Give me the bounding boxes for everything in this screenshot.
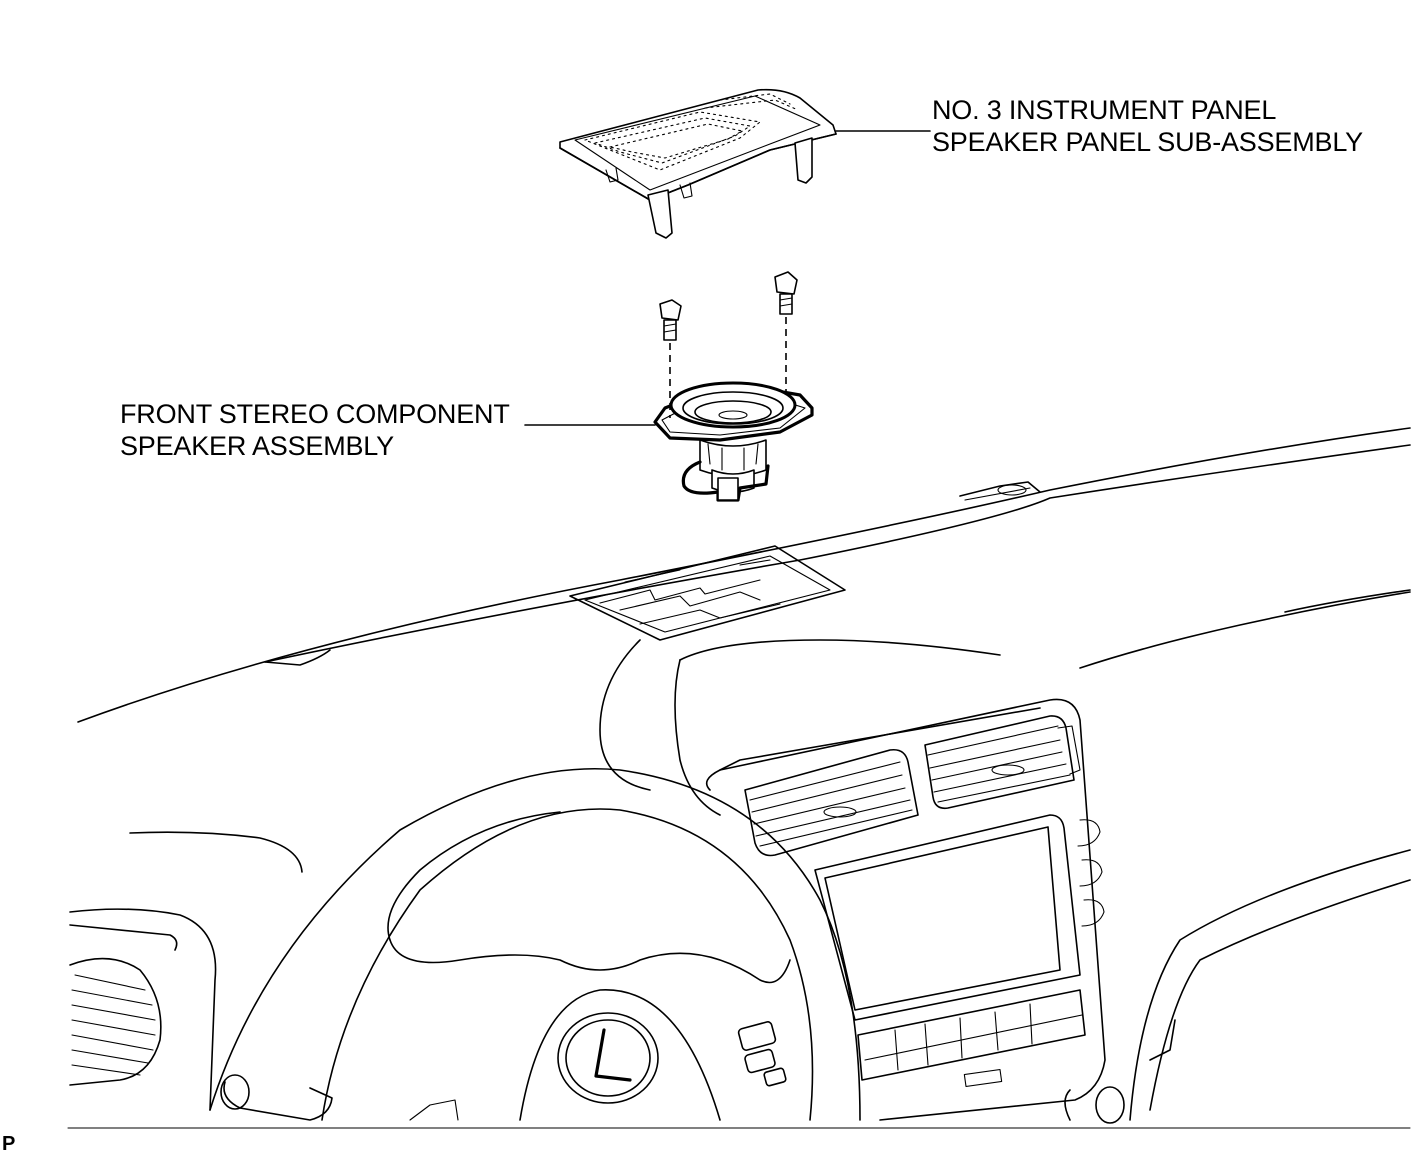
air-vent-center-left <box>744 748 919 857</box>
grille-pattern <box>584 93 799 171</box>
speaker-callout-label: FRONT STEREO COMPONENT SPEAKER ASSEMBLY <box>120 398 510 462</box>
air-vent-center-right <box>924 715 1081 810</box>
panel-label-line1: NO. 3 INSTRUMENT PANEL <box>932 95 1277 125</box>
speaker-label-line2: SPEAKER ASSEMBLY <box>120 431 394 461</box>
navigation-display <box>814 814 1081 1021</box>
panel-callout-label: NO. 3 INSTRUMENT PANEL SPEAKER PANEL SUB… <box>932 94 1363 158</box>
figure-code: P <box>2 1133 16 1155</box>
speaker-label-line1: FRONT STEREO COMPONENT <box>120 399 510 429</box>
bolt-right <box>774 271 798 315</box>
air-vent-left <box>69 957 162 1086</box>
instrument-panel <box>67 427 1411 1129</box>
bolt-left <box>659 299 682 341</box>
speaker-panel-cover <box>559 88 837 239</box>
panel-label-line2: SPEAKER PANEL SUB-ASSEMBLY <box>932 127 1363 157</box>
steering-wheel <box>209 767 861 1121</box>
speaker-assembly <box>653 381 814 502</box>
